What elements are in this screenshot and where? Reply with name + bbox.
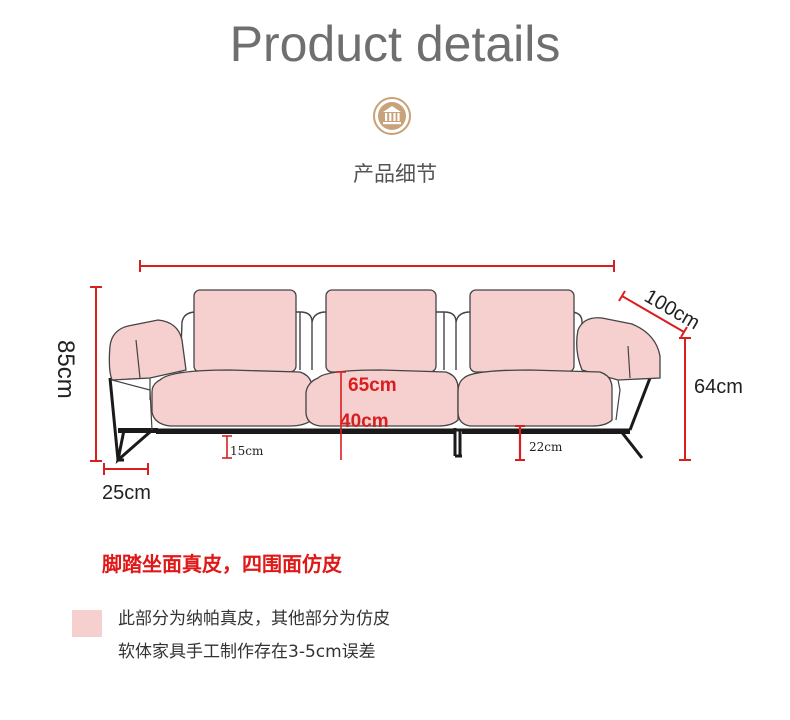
leg-height-left-label: 15cm bbox=[230, 444, 264, 458]
tolerance-note: 软体家具手工制作存在3-5cm误差 bbox=[118, 642, 376, 662]
seat-cushion-middle bbox=[305, 369, 459, 427]
leg-height-marker-right bbox=[515, 425, 525, 461]
seat-cushion-left bbox=[151, 369, 313, 427]
depth-dimension-line bbox=[618, 290, 688, 338]
sofa-frame-legs bbox=[118, 428, 630, 434]
leg-height-right-label: 22cm bbox=[529, 440, 563, 454]
legend-text: 此部分为纳帕真皮，其他部分为仿皮 bbox=[118, 609, 390, 629]
leg-height-marker-left bbox=[222, 435, 232, 459]
left-arm-cushion bbox=[108, 319, 187, 381]
width-dimension-line bbox=[139, 260, 615, 272]
right-arm-cushion bbox=[576, 317, 661, 381]
leather-swatch bbox=[72, 610, 102, 637]
back-height-label: 65cm bbox=[348, 375, 397, 396]
arm-height-dimension-line bbox=[679, 337, 691, 461]
seat-height-label: 40cm bbox=[340, 411, 389, 432]
material-note: 脚踏坐面真皮，四围面仿皮 bbox=[102, 552, 342, 576]
page-title: Product details bbox=[229, 16, 561, 72]
back-pillow-right bbox=[469, 289, 575, 373]
sofa-dimension-diagram: 100cm 85cm 64cm 65cm 40cm 15cm 22cm 25cm bbox=[52, 260, 743, 504]
back-pillow-middle bbox=[325, 289, 437, 373]
temple-building-icon bbox=[373, 97, 411, 135]
height-dimension-line bbox=[90, 286, 102, 462]
seat-cushion-right bbox=[457, 369, 613, 427]
arm-width-label: 25cm bbox=[102, 482, 151, 504]
back-height-marker bbox=[336, 371, 346, 460]
back-pillow-left bbox=[193, 289, 297, 373]
page-subtitle: 产品细节 bbox=[353, 162, 437, 186]
height-label: 85cm bbox=[52, 340, 79, 399]
arm-width-dimension-line bbox=[103, 463, 149, 475]
arm-height-label: 64cm bbox=[694, 376, 743, 398]
depth-label: 100cm bbox=[641, 285, 704, 334]
